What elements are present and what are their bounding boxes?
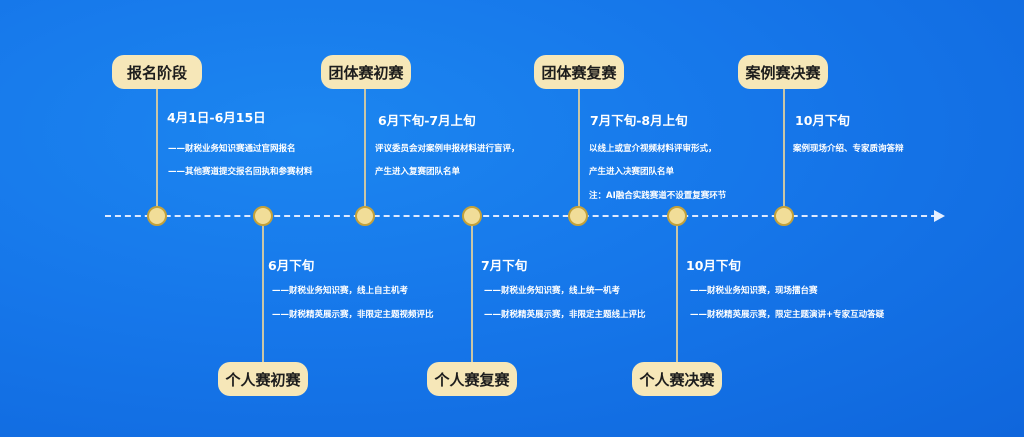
stage-label-team-prelim: 团体赛初赛 [321,55,411,89]
timeline-node [462,206,482,226]
connector-line [783,88,785,208]
stage-detail: ——财税业务知识赛，线上自主机考 [272,286,409,296]
stage-detail: ——财税业务知识赛通过官网报名 [168,144,296,154]
stage-detail: ——其他赛道提交报名回执和参赛材料 [168,167,313,177]
stage-detail: 以线上或宣介视频材料评审形式， [589,144,717,154]
stage-detail: ——财税精英展示赛，限定主题演讲+专家互动答疑 [690,310,885,320]
stage-note: 注：AI融合实践赛道不设置复赛环节 [589,191,727,201]
timeline-node [568,206,588,226]
stage-date: 6月下旬 [268,258,315,273]
stage-label-team-semi: 团体赛复赛 [534,55,624,89]
stage-detail: ——财税业务知识赛，线上统一机考 [484,286,621,296]
connector-line [156,88,158,208]
stage-date: 4月1日-6月15日 [167,110,266,125]
connector-line [676,224,678,364]
timeline-node [253,206,273,226]
stage-date: 10月下旬 [795,113,850,128]
stage-label-individual-prelim: 个人赛初赛 [218,362,308,396]
stage-date: 10月下旬 [686,258,741,273]
stage-label-individual-semi: 个人赛复赛 [427,362,517,396]
stage-date: 7月下旬-8月上旬 [590,113,688,128]
stage-detail: 评议委员会对案例申报材料进行盲评， [375,144,520,154]
stage-detail: 案例现场介绍、专家质询答辩 [793,144,904,154]
connector-line [262,224,264,364]
stage-detail: ——财税精英展示赛，非限定主题线上评比 [484,310,646,320]
stage-label-registration: 报名阶段 [112,55,202,89]
stage-detail: ——财税精英展示赛，非限定主题视频评比 [272,310,434,320]
connector-line [364,88,366,208]
timeline-node [774,206,794,226]
arrow-head-icon [934,210,945,222]
timeline-node [355,206,375,226]
timeline-node [147,206,167,226]
stage-detail: 产生进入决赛团队名单 [589,167,675,177]
connector-line [578,88,580,208]
timeline-axis [105,215,937,217]
stage-date: 7月下旬 [481,258,528,273]
stage-label-case-final: 案例赛决赛 [738,55,828,89]
timeline-node [667,206,687,226]
stage-detail: ——财税业务知识赛，现场擂台赛 [690,286,818,296]
connector-line [471,224,473,364]
stage-detail: 产生进入复赛团队名单 [375,167,461,177]
stage-label-individual-final: 个人赛决赛 [632,362,722,396]
stage-date: 6月下旬-7月上旬 [378,113,476,128]
